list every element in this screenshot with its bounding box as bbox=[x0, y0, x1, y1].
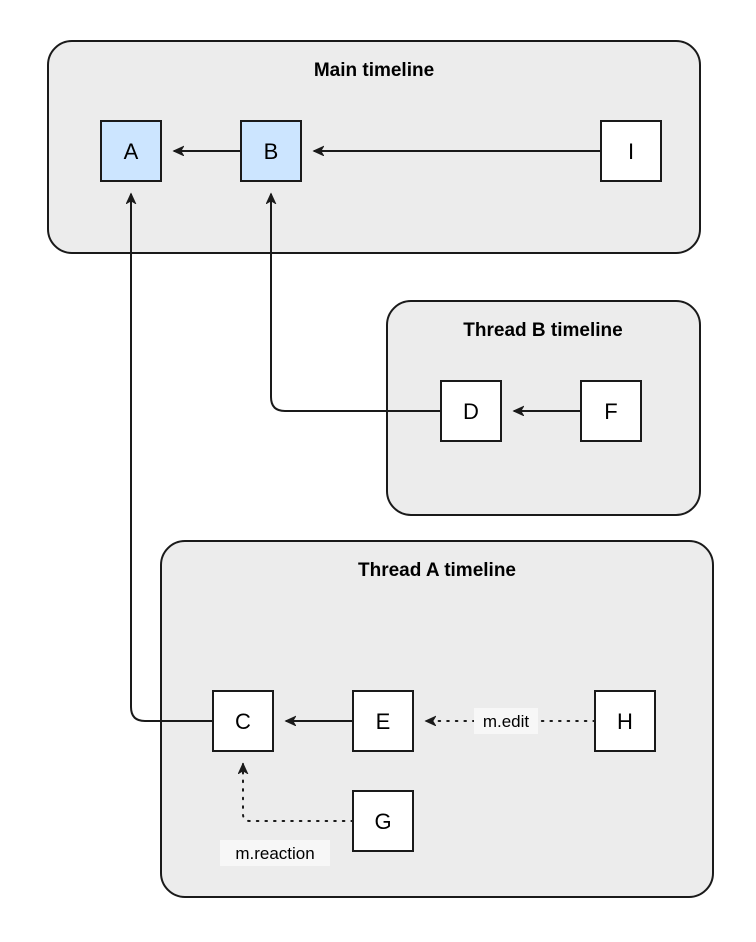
edge-d-to-b[interactable] bbox=[271, 194, 441, 412]
edges-layer bbox=[131, 151, 601, 822]
node-h-label: H bbox=[617, 709, 633, 734]
node-e-box bbox=[352, 690, 414, 752]
node-e[interactable]: E bbox=[352, 690, 414, 752]
thread-a-timeline-box bbox=[160, 540, 714, 898]
thread-b-timeline-title: Thread B timeline bbox=[463, 320, 622, 341]
thread-b-timeline-container[interactable]: Thread B timeline bbox=[386, 300, 701, 516]
thread-a-timeline-title: Thread A timeline bbox=[358, 560, 516, 581]
node-c[interactable]: C bbox=[212, 690, 274, 752]
node-f[interactable]: F bbox=[580, 380, 642, 442]
main-timeline-title: Main timeline bbox=[314, 60, 434, 81]
edge-label-m-reaction-bg bbox=[220, 840, 330, 866]
node-b[interactable]: B bbox=[240, 120, 302, 182]
node-a[interactable]: A bbox=[100, 120, 162, 182]
node-b-label: B bbox=[264, 139, 279, 164]
node-h[interactable]: H bbox=[594, 690, 656, 752]
node-i[interactable]: I bbox=[600, 120, 662, 182]
node-h-box bbox=[594, 690, 656, 752]
edge-label-m-reaction-text: m.reaction bbox=[235, 844, 314, 863]
node-e-label: E bbox=[376, 709, 391, 734]
edge-label-m-reaction: m.reaction bbox=[220, 840, 330, 866]
node-d[interactable]: D bbox=[440, 380, 502, 442]
node-d-label: D bbox=[463, 399, 479, 424]
edge-label-m-edit: m.edit bbox=[474, 708, 538, 734]
node-i-box bbox=[600, 120, 662, 182]
node-g-label: G bbox=[374, 809, 391, 834]
node-i-label: I bbox=[628, 139, 634, 164]
node-f-box bbox=[580, 380, 642, 442]
edge-labels-layer: m.edit m.reaction bbox=[220, 708, 538, 866]
node-c-box bbox=[212, 690, 274, 752]
node-a-label: A bbox=[124, 139, 139, 164]
edge-c-to-a[interactable] bbox=[131, 194, 213, 722]
node-f-label: F bbox=[604, 399, 617, 424]
node-b-box bbox=[240, 120, 302, 182]
thread-b-timeline-box bbox=[386, 300, 701, 516]
node-a-box bbox=[100, 120, 162, 182]
node-c-label: C bbox=[235, 709, 251, 734]
thread-a-timeline-container[interactable]: Thread A timeline bbox=[160, 540, 714, 898]
edge-g-to-c[interactable] bbox=[243, 764, 354, 822]
main-timeline-box bbox=[47, 40, 701, 254]
node-g-box bbox=[352, 790, 414, 852]
edge-label-m-edit-bg bbox=[474, 708, 538, 734]
edge-label-m-edit-text: m.edit bbox=[483, 712, 530, 731]
containers-layer: Main timeline Thread B timeline Thread A… bbox=[47, 40, 714, 898]
nodes-layer: A B I D F C bbox=[100, 120, 662, 852]
node-d-box bbox=[440, 380, 502, 442]
main-timeline-container[interactable]: Main timeline bbox=[47, 40, 701, 254]
node-g[interactable]: G bbox=[352, 790, 414, 852]
